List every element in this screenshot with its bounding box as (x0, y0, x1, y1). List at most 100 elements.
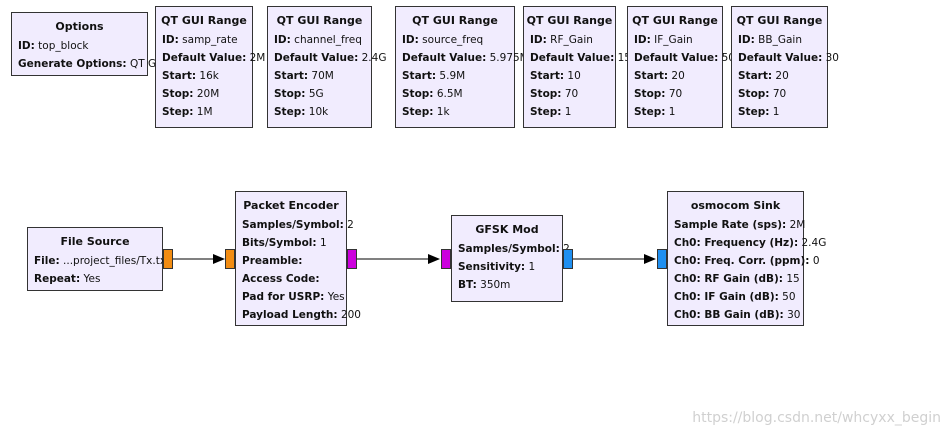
param-label: BT: (458, 279, 477, 291)
packet-encoder-title: Packet Encoder (243, 199, 339, 212)
range-step-label: Step: (738, 106, 770, 118)
qt-gui-range-bb-gain[interactable]: QT GUI Range ID: BB_Gain Default Value: … (731, 6, 839, 128)
range-id-value: samp_rate (182, 34, 238, 46)
range-start-label: Start: (274, 70, 309, 82)
file-source-block[interactable]: File Source File: ...project_files/Tx.tx… (27, 227, 170, 291)
range-start-label: Start: (738, 70, 773, 82)
range-id-label: ID: (162, 34, 179, 46)
range-id-label: ID: (402, 34, 419, 46)
range-step-value: 1 (772, 106, 780, 118)
qt-gui-range-samp-rate[interactable]: QT GUI Range ID: samp_rate Default Value… (155, 6, 265, 128)
range-start-label: Start: (162, 70, 197, 82)
param-label: Ch0: BB Gain (dB): (674, 309, 784, 321)
param-label: Ch0: Freq. Corr. (ppm): (674, 255, 810, 267)
param-value: 30 (787, 309, 801, 321)
range-default-value: 30 (825, 52, 839, 64)
range-id-value: channel_freq (294, 34, 362, 46)
packet-encoder-in-port[interactable] (225, 249, 235, 269)
range-default-label: Default Value: (634, 52, 719, 64)
range-stop-label: Stop: (162, 88, 194, 100)
param-value: 2.4G (801, 237, 827, 249)
packet-encoder-block[interactable]: Packet Encoder Samples/Symbol: 2 Bits/Sy… (235, 191, 361, 326)
range-step-label: Step: (162, 106, 194, 118)
osmocom-sink-in-port[interactable] (657, 249, 667, 269)
range-step-value: 1M (196, 106, 213, 118)
qt-gui-range-source-freq[interactable]: QT GUI Range ID: source_freq Default Val… (395, 6, 529, 128)
range-id-value: BB_Gain (758, 34, 802, 46)
range-stop-value: 70 (564, 88, 579, 100)
range-stop-value: 70 (772, 88, 787, 100)
range-stop-value: 5G (308, 88, 324, 100)
param-value: 350m (480, 279, 511, 291)
range-step-label: Step: (274, 106, 306, 118)
watermark: https://blog.csdn.net/whcyxx_begin (692, 410, 941, 426)
param-label: Ch0: RF Gain (dB): (674, 273, 784, 285)
param-value: 2 (347, 219, 354, 231)
param-value: 50 (782, 291, 796, 303)
param-label: Preamble: (242, 255, 303, 267)
range-id-label: ID: (634, 34, 651, 46)
range-step-value: 10k (308, 106, 329, 118)
gfsk-mod-block[interactable]: GFSK Mod Samples/Symbol: 2 Sensitivity: … (451, 215, 570, 302)
range-step-value: 1 (668, 106, 676, 118)
file-value: ...project_files/Tx.txt (63, 255, 171, 267)
range-start-value: 5.9M (439, 70, 466, 82)
range-step-label: Step: (530, 106, 562, 118)
qt-gui-range-channel-freq[interactable]: QT GUI Range ID: channel_freq Default Va… (267, 6, 386, 128)
param-value: 1 (319, 237, 327, 249)
param-label: Sensitivity: (458, 261, 526, 273)
range-default-label: Default Value: (274, 52, 359, 64)
range-id-label: ID: (738, 34, 755, 46)
range-default-value: 2M (249, 52, 266, 64)
param-value: 2M (789, 219, 806, 231)
qt-gui-range-rf-gain[interactable]: QT GUI Range ID: RF_Gain Default Value: … (523, 6, 631, 128)
range-title: QT GUI Range (736, 14, 823, 27)
range-title: QT GUI Range (526, 14, 613, 27)
options-gen-label: Generate Options: (18, 58, 127, 70)
param-label: Bits/Symbol: (242, 237, 317, 249)
param-label: Samples/Symbol: (458, 243, 560, 255)
range-step-label: Step: (634, 106, 666, 118)
gfsk-mod-out-port[interactable] (563, 249, 573, 269)
param-label: Ch0: Frequency (Hz): (674, 237, 799, 249)
range-stop-label: Stop: (274, 88, 306, 100)
repeat-value: Yes (83, 273, 101, 285)
options-title: Options (55, 20, 104, 33)
osmocom-sink-block[interactable]: osmocom Sink Sample Rate (sps): 2M Ch0: … (667, 191, 826, 326)
gfsk-mod-title: GFSK Mod (475, 223, 539, 236)
range-start-value: 20 (775, 70, 789, 82)
range-start-value: 16k (199, 70, 219, 82)
range-start-label: Start: (530, 70, 565, 82)
param-label: Ch0: IF Gain (dB): (674, 291, 779, 303)
osmocom-sink-title: osmocom Sink (690, 199, 781, 212)
range-id-label: ID: (274, 34, 291, 46)
range-stop-value: 6.5M (436, 88, 463, 100)
range-start-label: Start: (402, 70, 437, 82)
range-id-value: IF_Gain (654, 34, 693, 46)
range-title: QT GUI Range (161, 14, 247, 27)
range-id-value: RF_Gain (550, 34, 593, 46)
range-start-value: 70M (311, 70, 334, 82)
file-source-out-port[interactable] (163, 249, 173, 269)
param-label: Samples/Symbol: (242, 219, 344, 231)
range-start-label: Start: (634, 70, 669, 82)
param-label: Pad for USRP: (242, 291, 325, 303)
param-label: Sample Rate (sps): (674, 219, 787, 231)
param-label: Payload Length: (242, 309, 338, 321)
qt-gui-range-if-gain[interactable]: QT GUI Range ID: IF_Gain Default Value: … (627, 6, 735, 128)
packet-encoder-out-port[interactable] (347, 249, 357, 269)
range-default-label: Default Value: (738, 52, 823, 64)
range-stop-value: 20M (196, 88, 220, 100)
range-stop-label: Stop: (530, 88, 562, 100)
options-id-value: top_block (38, 40, 89, 52)
range-step-label: Step: (402, 106, 434, 118)
range-title: QT GUI Range (632, 14, 718, 27)
repeat-label: Repeat: (34, 273, 81, 285)
options-id-label: ID: (18, 40, 35, 52)
range-title: QT GUI Range (276, 14, 363, 27)
gfsk-mod-in-port[interactable] (441, 249, 451, 269)
range-default-label: Default Value: (530, 52, 615, 64)
range-title: QT GUI Range (412, 14, 498, 27)
range-default-value: 5.975M (489, 52, 529, 64)
